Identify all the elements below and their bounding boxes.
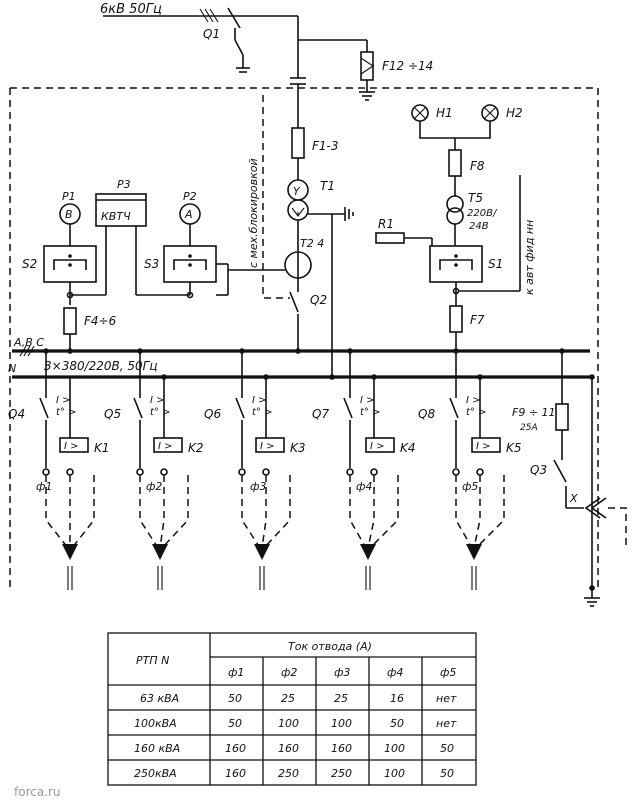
breaker-q8-label: Q8 [418, 407, 435, 421]
svg-text:t° >: t° > [56, 407, 76, 418]
p2-symbol: A [184, 208, 193, 221]
svg-text:I >: I > [466, 395, 481, 406]
svg-text:t° >: t° > [466, 407, 486, 418]
breaker-q5-label: Q5 [104, 407, 121, 421]
s3-label: S3 [144, 257, 159, 271]
svg-text:I >: I > [476, 441, 491, 452]
f7-label: F7 [470, 313, 485, 327]
contactor-k5-label: K5 [506, 441, 522, 455]
svg-text:I >: I > [150, 395, 165, 406]
p1-label: P1 [62, 190, 76, 203]
t5-rating-2: 24В [469, 221, 489, 232]
bus-rating: 3×380/220В, 50Гц [44, 359, 158, 373]
feeder-4-label: ф4 [356, 480, 372, 493]
svg-text:t° >: t° > [252, 407, 272, 418]
p1-symbol: B [65, 208, 73, 221]
contactor-k4-label: K4 [400, 441, 416, 455]
svg-text:t° >: t° > [150, 407, 170, 418]
svg-text:I >: I > [370, 441, 385, 452]
f4-6-label: F4÷6 [84, 314, 117, 328]
svg-text:I >: I > [56, 395, 71, 406]
aux-outlet: F9 ÷ 11 25А Q3 X [512, 351, 627, 607]
feeder-3-label: ф3 [250, 480, 266, 493]
breaker-q6-label: Q6 [204, 407, 221, 421]
svg-text:I >: I > [360, 395, 375, 406]
feeder-1-label: ф1 [36, 480, 52, 493]
svg-text:I >: I > [252, 395, 267, 406]
svg-text:t° >: t° > [360, 407, 380, 418]
svg-text:I >: I > [158, 441, 173, 452]
supply-label: 6кВ 50Гц [100, 2, 162, 17]
metering-left: P1 B P3 КВТЧ P2 A S2 S3 [22, 178, 285, 350]
contactor-k1-label: K1 [94, 441, 110, 455]
f1-3-label: F1-3 [312, 139, 339, 153]
t1-label: T1 [320, 179, 335, 193]
feeder-3: Q6 I > t° > I > K3 ф3 [204, 348, 306, 590]
phase-label: A,B C [13, 336, 44, 349]
feeder-5: Q8 I > t° > I > K5 ф5 [418, 351, 522, 590]
q2-label: Q2 [310, 293, 327, 307]
neutral-label: N [8, 362, 16, 375]
enclosure-border [9, 87, 599, 588]
q1-label: Q1 [203, 27, 220, 41]
transformer-t1: F1-3 Y T1 T2 4 Q2 с мех.блокировкой [247, 95, 354, 375]
t2-4-label: T2 4 [300, 237, 324, 250]
t5-rating-1: 220В/ [467, 208, 498, 219]
feeder-1: Q4 I > t° > I > K1 ф1 [8, 348, 110, 590]
f8-label: F8 [470, 159, 485, 173]
p2-label: P2 [183, 190, 197, 203]
p3-label: P3 [117, 178, 131, 191]
s1-label: S1 [488, 257, 503, 271]
t5-label: T5 [468, 191, 483, 205]
h1-label: H1 [436, 106, 453, 120]
to-feeders-label: к авт фид нн [523, 220, 536, 295]
breaker-q7-label: Q7 [312, 407, 329, 421]
interlock-label: с мех.блокировкой [247, 158, 260, 268]
x-label: X [569, 492, 578, 505]
control-right: H1 H2 F8 T5 220В/ 24В R1 S1 к авт фид нн [375, 104, 536, 350]
feeder-2-label: ф2 [146, 480, 162, 493]
p3-box-label: КВТЧ [101, 210, 131, 223]
f9-11-label: F9 ÷ 11 [512, 406, 556, 419]
q3-label: Q3 [530, 463, 547, 477]
hv-supply: 6кВ 50Гц Q1 F12 ÷14 [100, 2, 433, 128]
contactor-k3-label: K3 [290, 441, 306, 455]
r1-label: R1 [378, 217, 394, 231]
f9-rating: 25А [520, 423, 538, 433]
svg-text:Y: Y [293, 185, 301, 198]
h2-label: H2 [506, 106, 523, 120]
svg-text:I >: I > [260, 441, 275, 452]
breaker-q4-label: Q4 [8, 407, 25, 421]
contactor-k2-label: K2 [188, 441, 204, 455]
feeder-2: Q5 I > t° > I > K2 ф2 [104, 348, 204, 590]
svg-text:I >: I > [64, 441, 79, 452]
feeder-4: Q7 I > t° > I > K4 ф4 [312, 348, 416, 590]
f12-14-label: F12 ÷14 [382, 59, 433, 73]
lv-bus: A,B C N 3×380/220В, 50Гц [8, 336, 595, 380]
s2-label: S2 [22, 257, 37, 271]
feeder-5-label: ф5 [462, 480, 478, 493]
